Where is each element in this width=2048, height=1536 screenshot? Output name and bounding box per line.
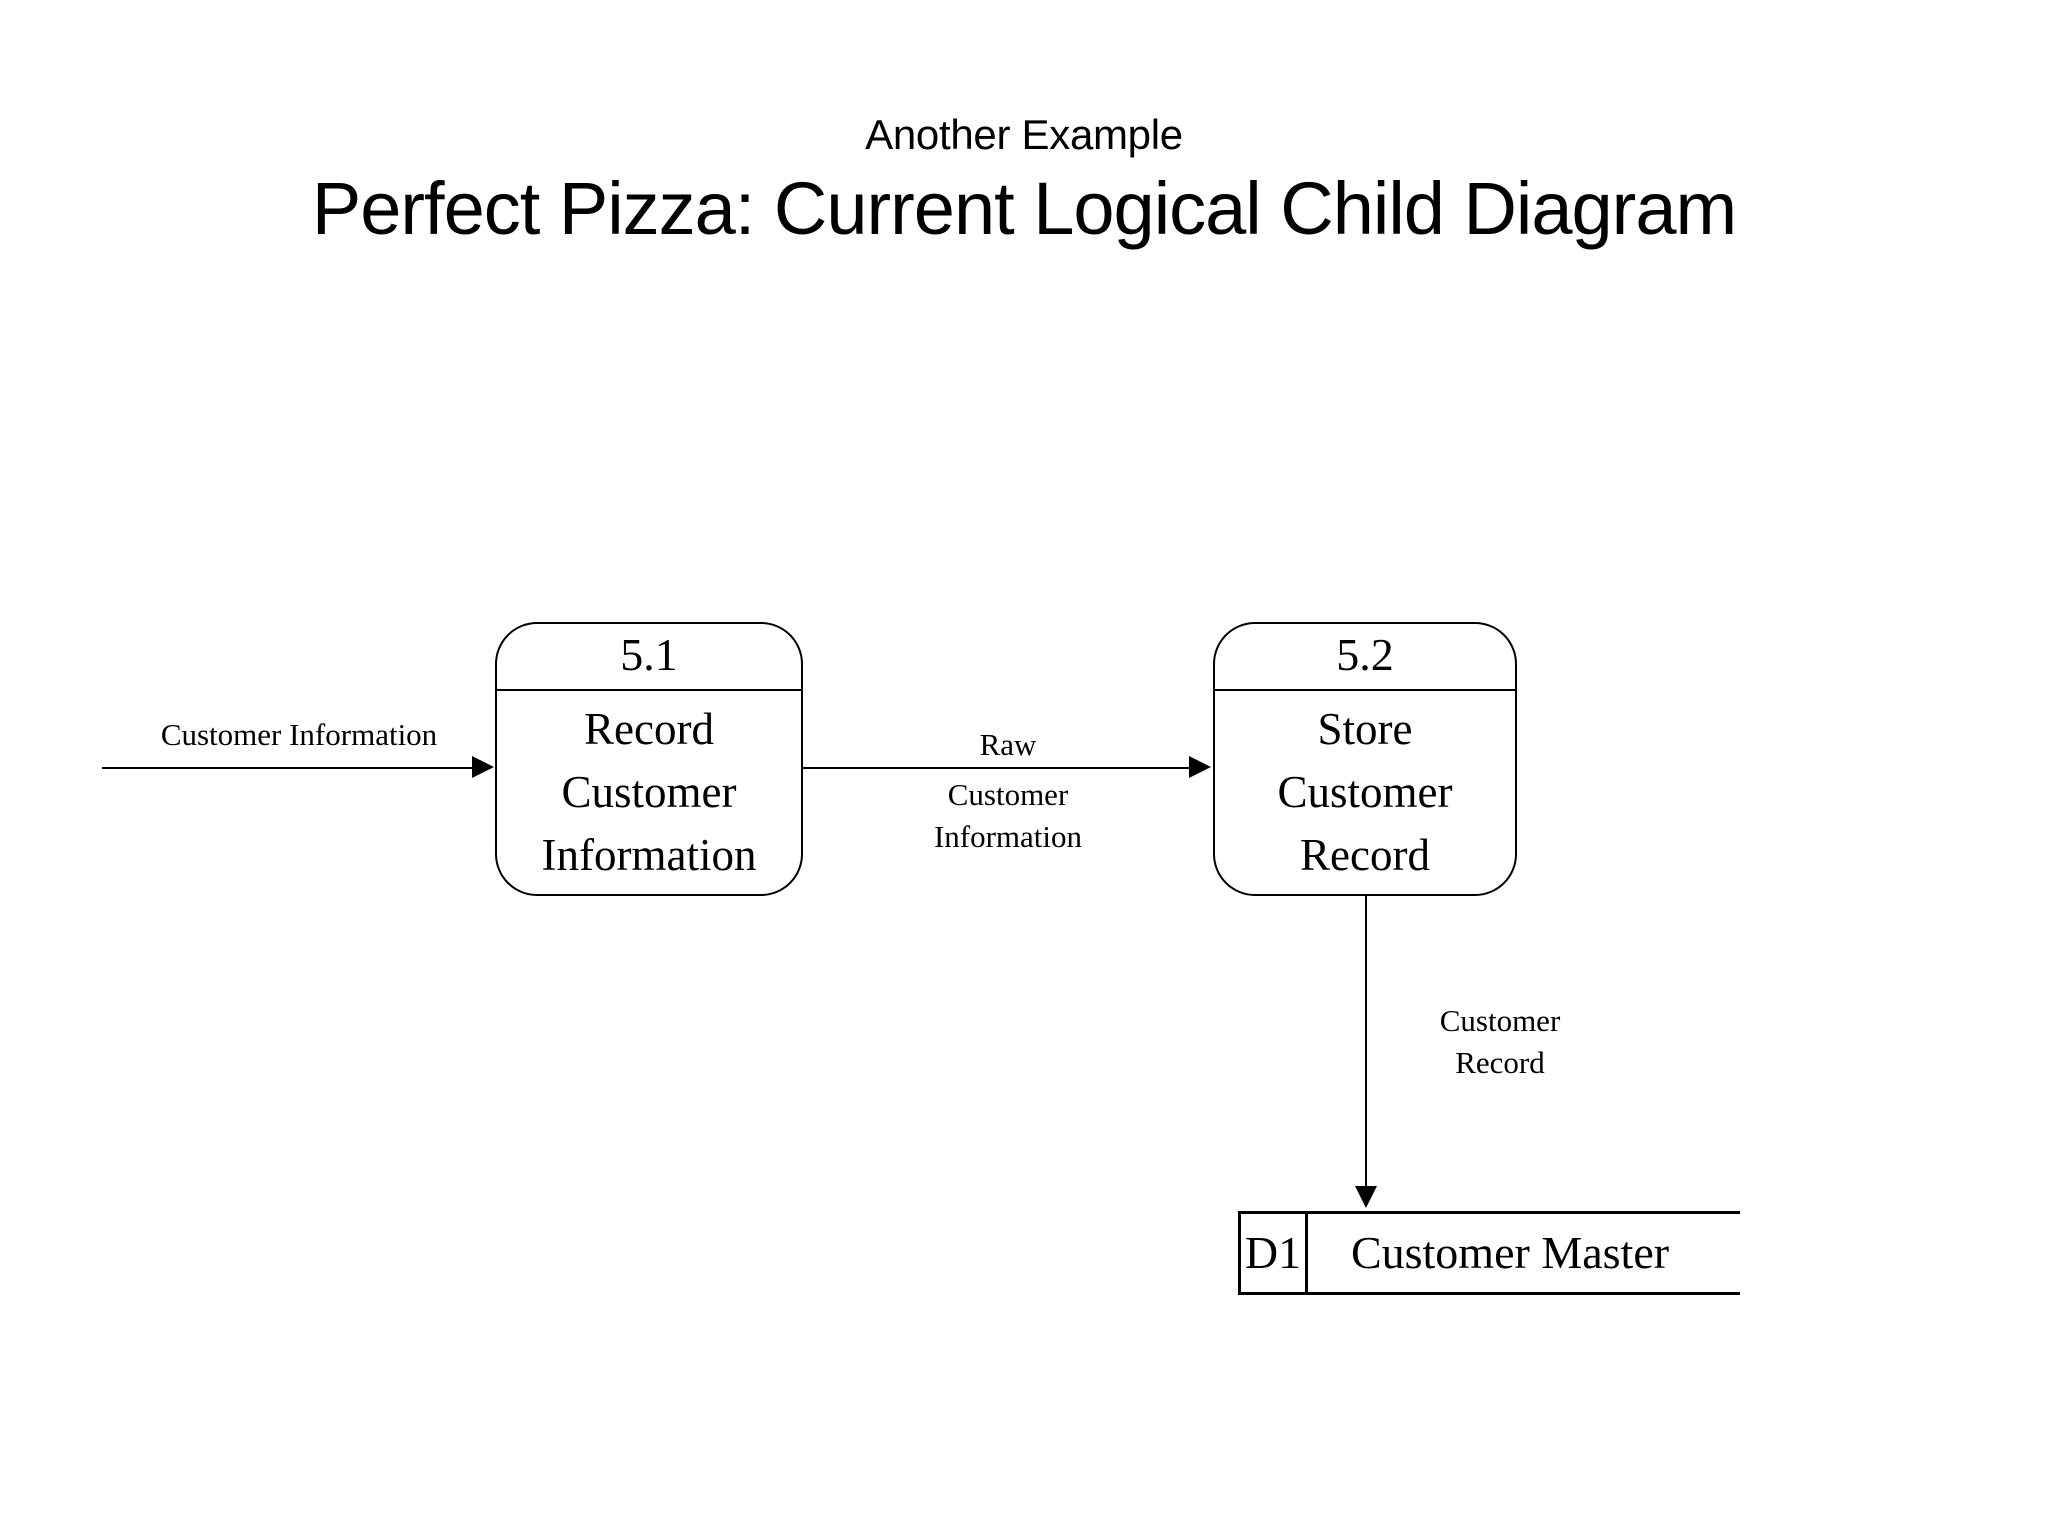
- flow-line-customer-record: [1365, 896, 1367, 1188]
- flow-arrowhead-raw-customer-information: [1189, 756, 1211, 778]
- flow-label-customer-information: Customer Information: [160, 717, 438, 752]
- data-store-d1[interactable]: D1 Customer Master: [1238, 1211, 1740, 1295]
- slide-subtitle: Another Example: [865, 111, 1183, 158]
- flow-label-raw-customer-information-below: Customer Information: [933, 777, 1083, 854]
- data-store-d1-id: D1: [1238, 1214, 1308, 1292]
- flow-arrowhead-customer-record: [1355, 1186, 1377, 1208]
- process-5-1-number: 5.1: [497, 624, 801, 691]
- flow-arrowhead-customer-information: [472, 756, 494, 778]
- page-title: Perfect Pizza: Current Logical Child Dia…: [311, 167, 1737, 250]
- flow-line-customer-information: [102, 767, 474, 769]
- process-5-2[interactable]: 5.2 Store Customer Record: [1213, 622, 1517, 896]
- flow-line-raw-customer-information: [803, 767, 1191, 769]
- process-5-2-number: 5.2: [1215, 624, 1515, 691]
- process-5-1[interactable]: 5.1 Record Customer Information: [495, 622, 803, 896]
- process-5-1-label: Record Customer Information: [541, 704, 757, 880]
- flow-label-customer-record: Customer Record: [1439, 1003, 1561, 1080]
- title-block: Another Example Perfect Pizza: Current L…: [0, 0, 2048, 252]
- data-store-d1-name: Customer Master: [1350, 1227, 1670, 1278]
- process-5-2-label: Store Customer Record: [1277, 704, 1453, 880]
- flow-label-raw-customer-information-above: Raw: [979, 727, 1037, 762]
